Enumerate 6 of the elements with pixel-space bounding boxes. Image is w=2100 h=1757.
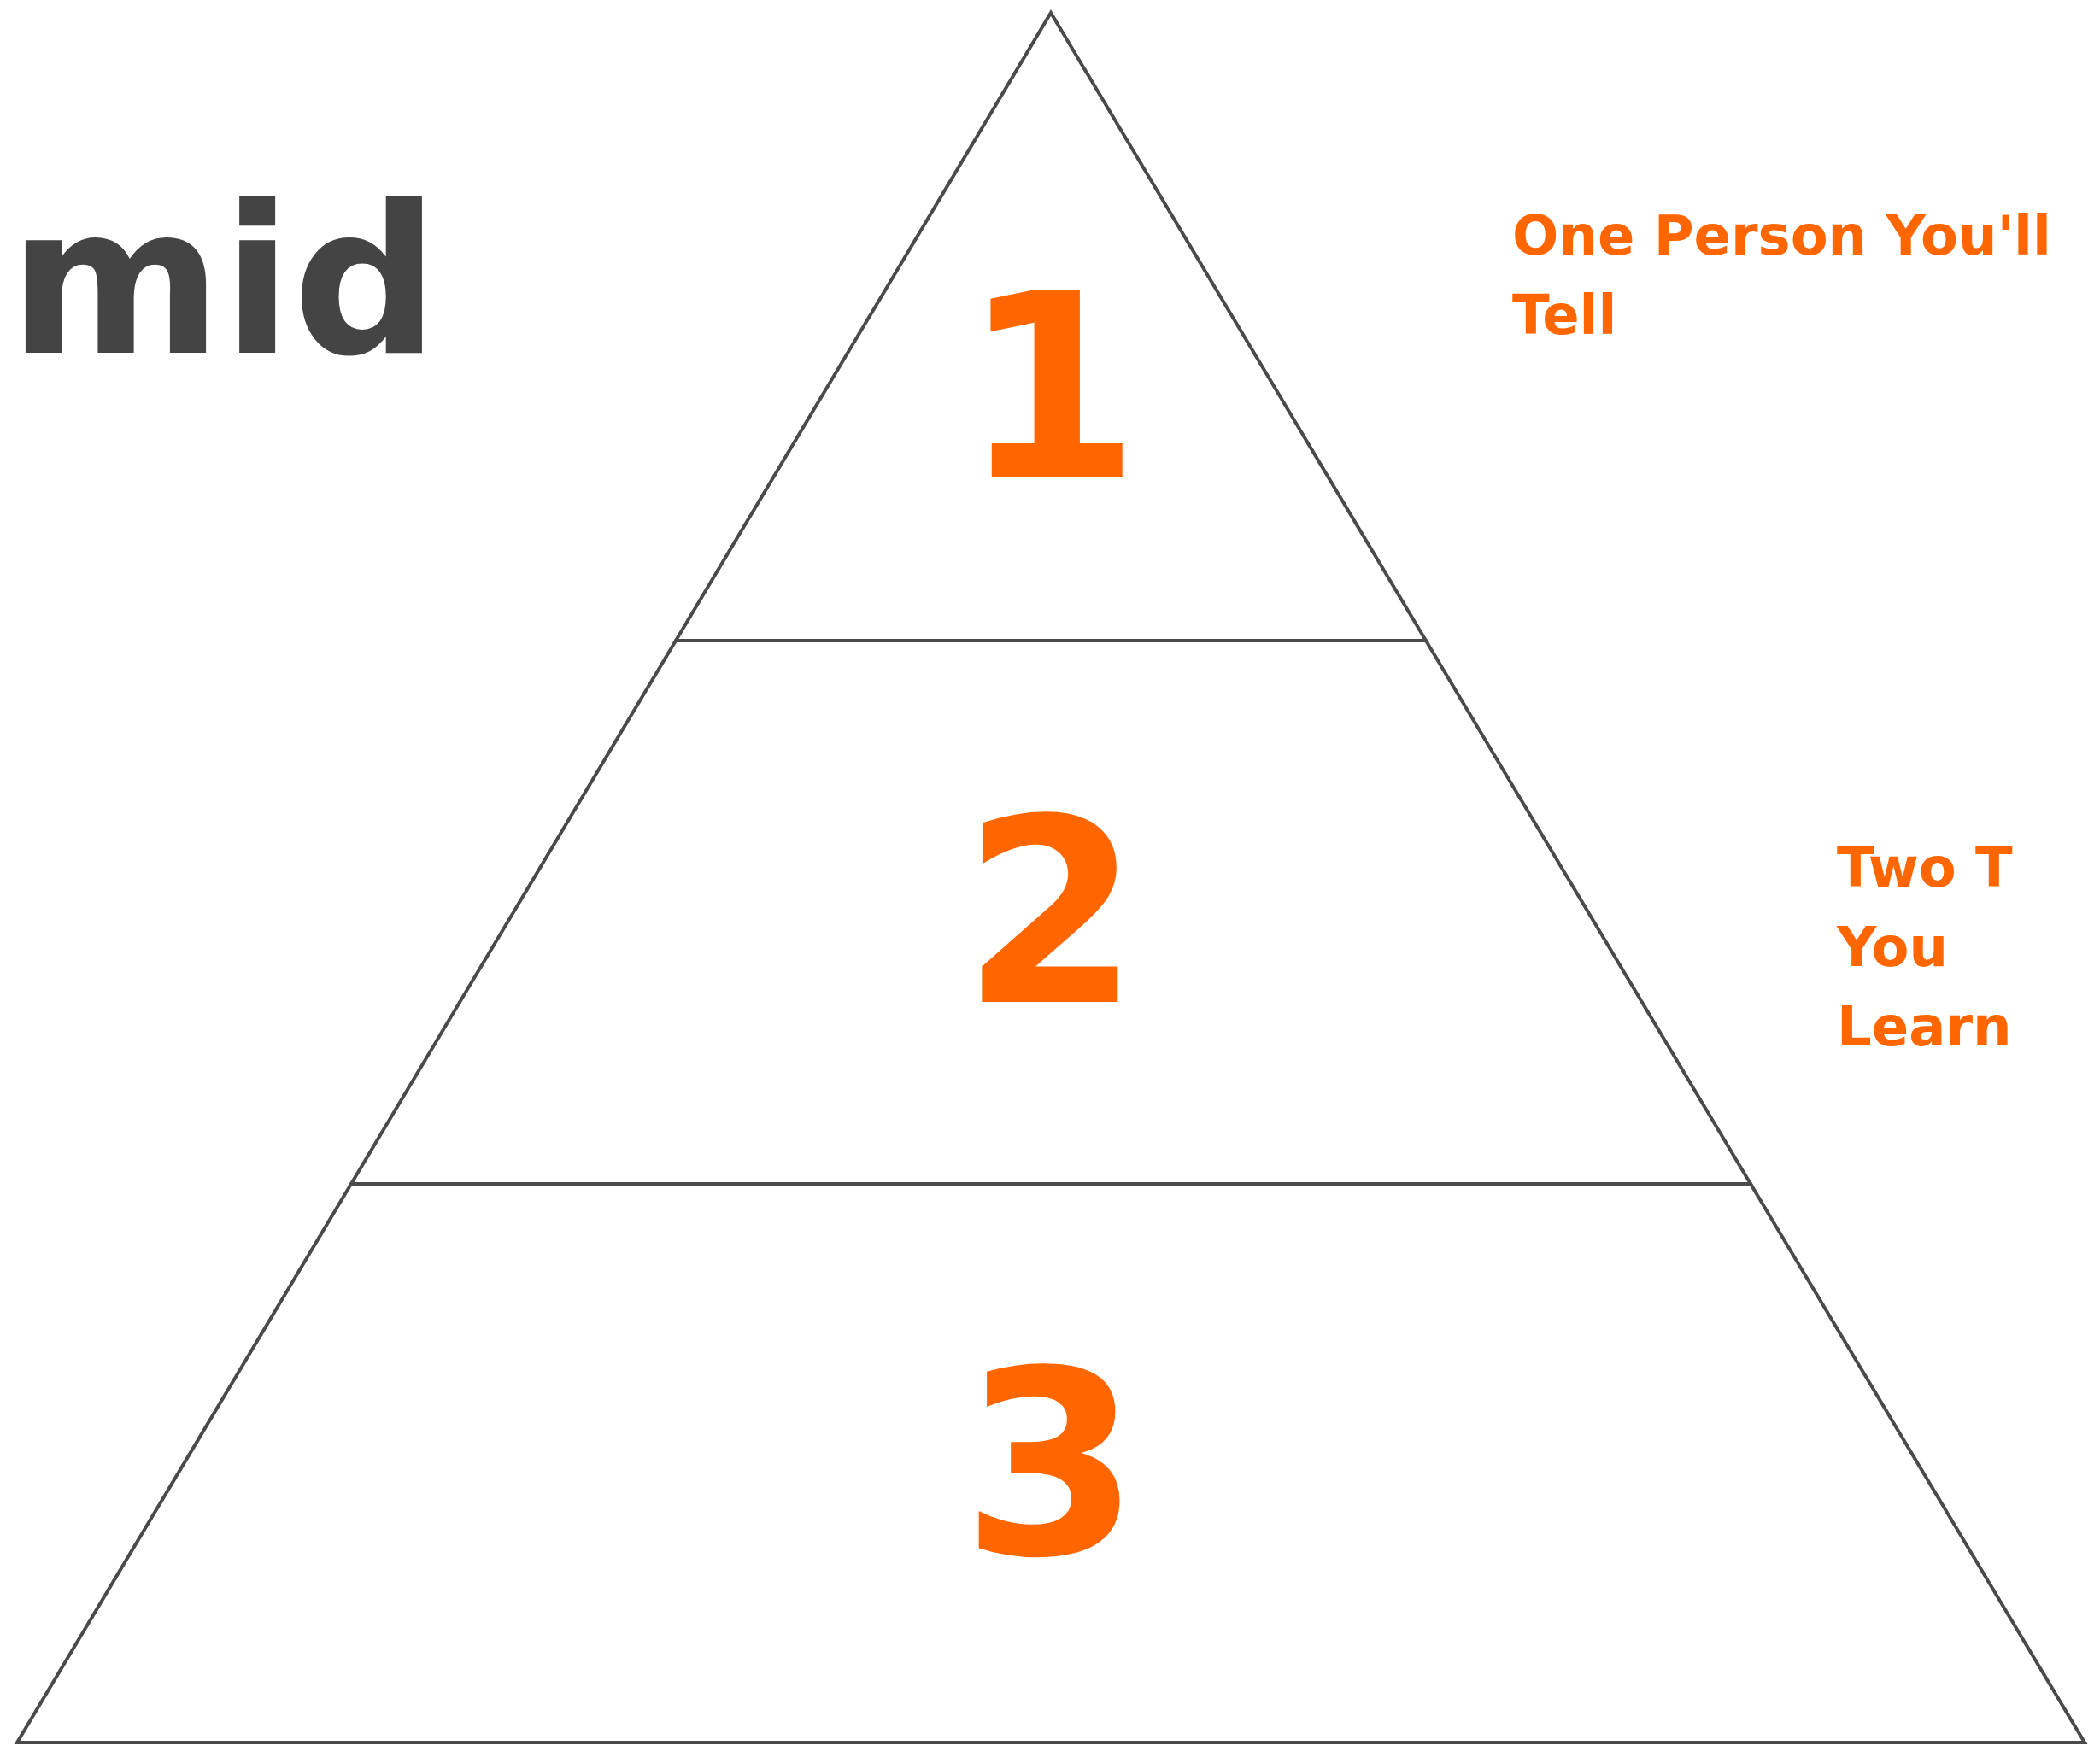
level-number: 3 [961,1338,1141,1594]
level-caption: One Person You'll Tell [1512,203,2052,348]
level-number: 2 [961,786,1141,1042]
heading-text: mid [9,179,440,384]
level-number: 1 [961,261,1141,517]
level-caption: Two T You Learn [1837,835,2014,1060]
